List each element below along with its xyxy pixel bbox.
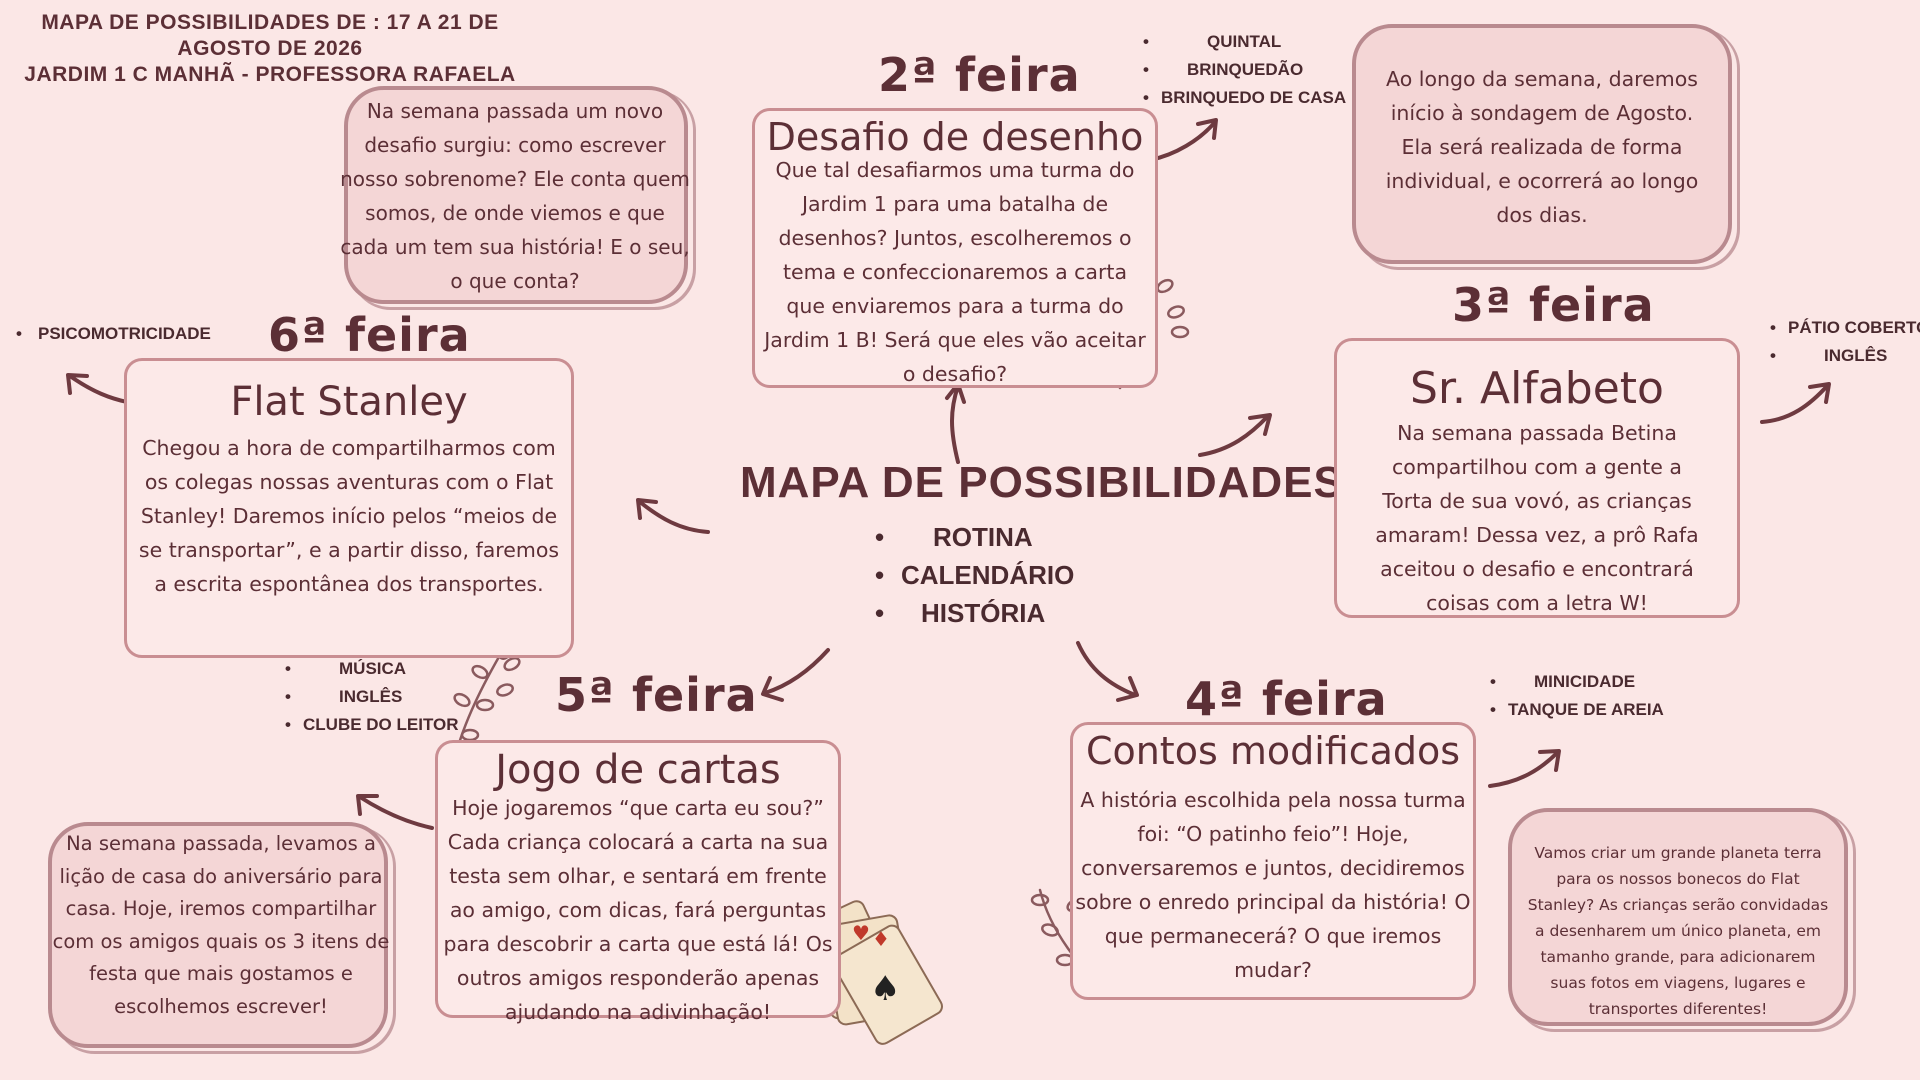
- center-item-calendar: CALENDÁRIO: [875, 556, 1074, 594]
- day-label-thursday: 5ª feira: [555, 668, 758, 722]
- card-title-friday: Flat Stanley: [230, 379, 468, 425]
- page-header: MAPA DE POSSIBILIDADES DE : 17 A 21 DE A…: [14, 10, 526, 88]
- day-label-friday: 6ª feira: [268, 308, 471, 362]
- place-item: MINICIDADE: [1490, 668, 1664, 696]
- note-surname-text: Na semana passada um novo desafio surgiu…: [340, 99, 690, 293]
- place-item: BRINQUEDÃO: [1143, 56, 1346, 84]
- card-title-wednesday: Contos modificados: [1085, 729, 1461, 773]
- header-class-line: JARDIM 1 C MANHÃ - PROFESSORA RAFAELA: [24, 63, 516, 86]
- card-text-friday: Chegou a hora de compartilharmos com os …: [138, 436, 560, 596]
- center-routine-list: ROTINA CALENDÁRIO HISTÓRIA: [875, 518, 1074, 632]
- places-wednesday: MINICIDADE TANQUE DE AREIA: [1490, 668, 1664, 724]
- svg-text:♠: ♠: [870, 969, 900, 1009]
- svg-text:♥: ♥: [852, 921, 870, 945]
- note-surname: Na semana passada um novo desafio surgiu…: [340, 86, 690, 304]
- card-friday: Flat Stanley Chegou a hora de compartilh…: [124, 358, 574, 658]
- place-item: MÚSICA: [285, 655, 459, 683]
- place-item: PÁTIO COBERTO: [1770, 314, 1920, 342]
- place-item: BRINQUEDO DE CASA: [1143, 84, 1346, 112]
- day-label-monday: 2ª feira: [878, 48, 1081, 102]
- place-item: QUINTAL: [1143, 28, 1346, 56]
- places-thursday: MÚSICA INGLÊS CLUBE DO LEITOR: [285, 655, 459, 739]
- note-planet: Vamos criar um grande planeta terra para…: [1508, 808, 1848, 1026]
- center-title: MAPA DE POSSIBILIDADES: [740, 458, 1344, 507]
- arrow-to-friday: [638, 500, 710, 534]
- place-item: PSICOMOTRICIDADE: [16, 320, 211, 348]
- svg-text:♦: ♦: [872, 927, 890, 951]
- card-title-tuesday: Sr. Alfabeto: [1410, 363, 1664, 414]
- places-tuesday: PÁTIO COBERTO INGLÊS: [1770, 314, 1920, 370]
- card-monday: Desafio de desenho Que tal desafiarmos u…: [752, 108, 1158, 388]
- note-survey: Ao longo da semana, daremos início à son…: [1352, 24, 1732, 264]
- center-item-routine: ROTINA: [875, 518, 1074, 556]
- place-item: INGLÊS: [285, 683, 459, 711]
- card-title-thursday: Jogo de cartas: [495, 747, 781, 793]
- arrow-wednesday-places: [1488, 750, 1560, 788]
- day-label-wednesday: 4ª feira: [1185, 672, 1388, 726]
- note-survey-text: Ao longo da semana, daremos início à son…: [1385, 67, 1699, 227]
- arrow-to-tuesday: [1198, 414, 1270, 457]
- card-thursday: Jogo de cartas Hoje jogaremos “que carta…: [435, 740, 841, 1024]
- note-birthday: Na semana passada, levamos a lição de ca…: [48, 822, 389, 1048]
- card-tuesday: Sr. Alfabeto Na semana passada Betina co…: [1334, 338, 1740, 618]
- arrow-tuesday-places: [1760, 383, 1830, 424]
- arrow-monday-places: [1148, 120, 1217, 162]
- card-text-monday: Que tal desafiarmos uma turma do Jardim …: [764, 158, 1146, 386]
- arrow-to-monday: [950, 384, 960, 464]
- card-text-thursday: Hoje jogaremos “que carta eu sou?” Cada …: [443, 796, 833, 1024]
- note-birthday-text: Na semana passada, levamos a lição de ca…: [52, 832, 390, 1018]
- note-planet-text: Vamos criar um grande planeta terra para…: [1527, 844, 1829, 1018]
- center-item-story: HISTÓRIA: [875, 594, 1074, 632]
- card-text-tuesday: Na semana passada Betina compartilhou co…: [1375, 421, 1699, 615]
- places-friday: PSICOMOTRICIDADE: [16, 320, 211, 348]
- arrow-to-thursday: [763, 648, 830, 695]
- places-monday: QUINTAL BRINQUEDÃO BRINQUEDO DE CASA: [1143, 28, 1346, 112]
- header-date-line: MAPA DE POSSIBILIDADES DE : 17 A 21 DE A…: [41, 11, 499, 60]
- day-label-tuesday: 3ª feira: [1452, 278, 1655, 332]
- card-title-monday: Desafio de desenho: [766, 115, 1144, 159]
- place-item: CLUBE DO LEITOR: [285, 711, 459, 739]
- card-wednesday: Contos modificados A história escolhida …: [1070, 722, 1476, 1000]
- card-text-wednesday: A história escolhida pela nossa turma fo…: [1075, 788, 1471, 982]
- arrow-to-wednesday: [1076, 641, 1137, 697]
- arrow-thursday-places: [358, 795, 434, 830]
- place-item: TANQUE DE AREIA: [1490, 696, 1664, 724]
- place-item: INGLÊS: [1770, 342, 1920, 370]
